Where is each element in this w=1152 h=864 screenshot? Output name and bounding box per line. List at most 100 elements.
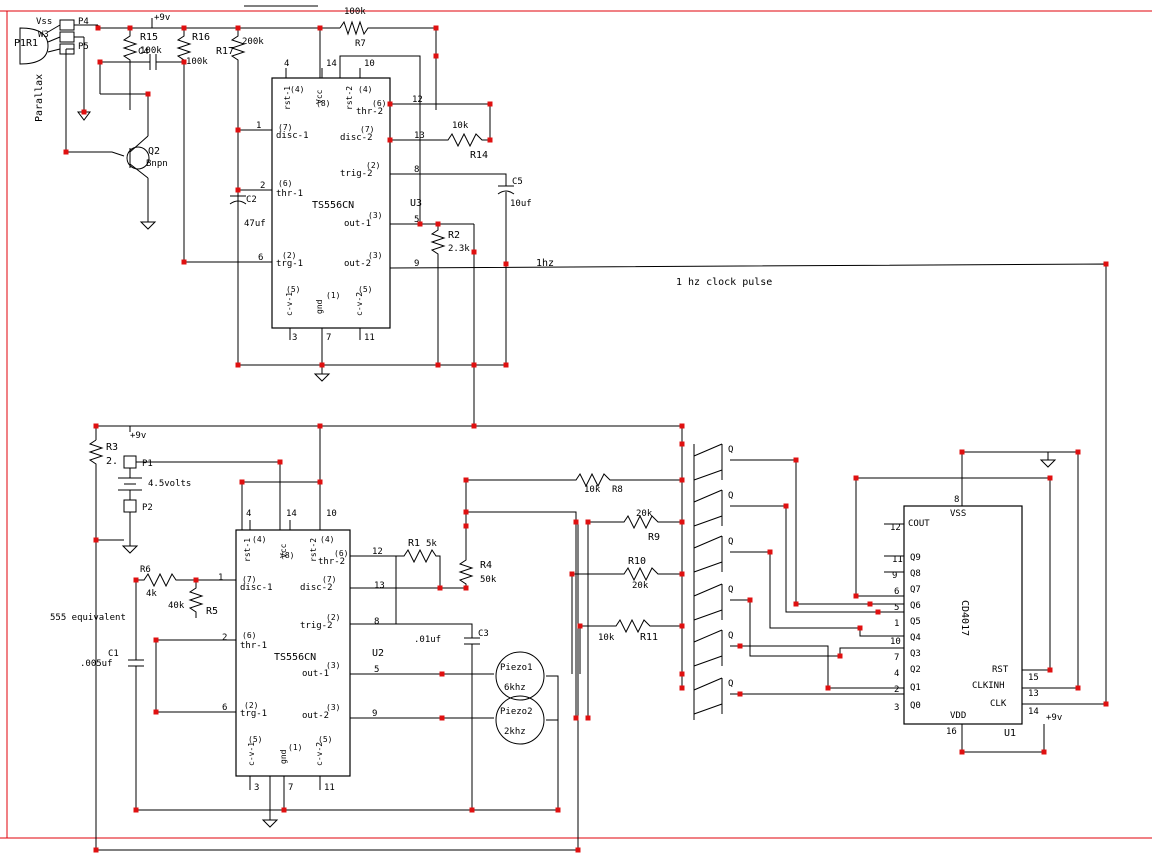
u3-rst1-n: (4) bbox=[290, 85, 304, 94]
r16-label: R16 bbox=[192, 32, 210, 43]
junction-dot bbox=[959, 449, 965, 455]
c5-value: 10uf bbox=[510, 199, 532, 209]
u1-part: CD4017 bbox=[959, 600, 970, 636]
p2-label: P2 bbox=[142, 503, 153, 513]
c1-label: C1 bbox=[108, 649, 119, 659]
u2-chip: TS556CN U2 4 14 10 1 2 6 12 13 8 5 9 3 7… bbox=[218, 509, 385, 793]
u2-pin-10: 10 bbox=[326, 509, 337, 519]
u2-cv1-n: (5) bbox=[248, 735, 262, 744]
u3-trig2: trig-2 bbox=[340, 169, 373, 179]
piezo1: Piezo1 6khz bbox=[495, 651, 545, 701]
u3-pin-3: 3 bbox=[292, 333, 297, 343]
junction-dot bbox=[133, 807, 139, 813]
u3-pin-13: 13 bbox=[414, 131, 425, 141]
u3-thr1-n: (6) bbox=[278, 179, 292, 188]
piezo1-label: Piezo1 bbox=[500, 663, 533, 673]
u2-dis1: disc-1 bbox=[240, 583, 273, 593]
u3-pin-5: 5 bbox=[414, 215, 419, 225]
u1-q1: Q1 bbox=[910, 683, 921, 693]
r14-label: R14 bbox=[470, 150, 488, 161]
vcc-mid-label: +9v bbox=[130, 431, 146, 441]
u3-out1: out-1 bbox=[344, 219, 371, 229]
r17-label: R17 bbox=[216, 46, 234, 57]
r1-value: 5k bbox=[426, 539, 437, 549]
u2-cv2: c-v-2 bbox=[315, 742, 324, 766]
r11-value: 10k bbox=[598, 633, 615, 643]
junction-dot bbox=[319, 362, 325, 368]
u2-pin-8: 8 bbox=[374, 617, 379, 627]
u3-gnd: gnd bbox=[315, 299, 324, 314]
u3-cv1-n: (5) bbox=[286, 285, 300, 294]
junction-dot bbox=[471, 423, 477, 429]
clk-note-label: 1 hz clock pulse bbox=[676, 277, 772, 288]
junction-dot bbox=[133, 577, 139, 583]
junction-dot bbox=[503, 261, 509, 267]
u1-chip: CD4017 U1 COUT VSS VDD Q9 Q8 Q7 Q6 Q5 Q4… bbox=[856, 451, 1106, 753]
u1-n4: 4 bbox=[894, 669, 899, 679]
u2-pin-4: 4 bbox=[246, 509, 251, 519]
p1r1-label: P1R1 bbox=[14, 38, 38, 49]
u2-gnd-n: (1) bbox=[288, 743, 302, 752]
junction-dot bbox=[737, 643, 743, 649]
u1-q6: Q6 bbox=[910, 601, 921, 611]
u1-q0: Q0 bbox=[910, 701, 921, 711]
equiv-note: 555 equivalent bbox=[50, 613, 126, 623]
r2-value: 2.3k bbox=[448, 244, 470, 254]
u1-q8: Q8 bbox=[910, 569, 921, 579]
junction-dot bbox=[585, 519, 591, 525]
u2-trig2: trig-2 bbox=[300, 621, 333, 631]
u2-rst2: rst-2 bbox=[309, 538, 318, 562]
junction-dot bbox=[1041, 749, 1047, 755]
u1-rst: RST bbox=[992, 665, 1009, 675]
junction-dot bbox=[555, 807, 561, 813]
junction-dot bbox=[93, 537, 99, 543]
junction-dot bbox=[679, 423, 685, 429]
parallax-label: Parallax bbox=[34, 74, 45, 122]
junction-dot bbox=[487, 137, 493, 143]
junction-dot bbox=[153, 709, 159, 715]
u2-trg1-n: (2) bbox=[244, 701, 258, 710]
vcc-top-label: +9v bbox=[154, 13, 170, 23]
u2-vcc: Vcc bbox=[279, 543, 288, 558]
u3-out2-n: (3) bbox=[368, 251, 382, 260]
transistor-array: Q Q Q Q Q Q bbox=[693, 443, 905, 715]
junction-dot bbox=[97, 59, 103, 65]
junction-dot bbox=[471, 249, 477, 255]
junction-dot bbox=[853, 475, 859, 481]
junction-dot bbox=[783, 503, 789, 509]
r1-label: R1 bbox=[408, 538, 420, 549]
r17-value: 200k bbox=[242, 37, 264, 47]
r5-value: 40k bbox=[168, 601, 185, 611]
u2-rst2-n: (4) bbox=[320, 535, 334, 544]
junction-dot bbox=[181, 259, 187, 265]
u1-q5: Q5 bbox=[910, 617, 921, 627]
r2-label: R2 bbox=[448, 230, 460, 241]
u1-n16: 16 bbox=[946, 727, 957, 737]
junction-dot bbox=[63, 149, 69, 155]
u1-q9: Q9 bbox=[910, 553, 921, 563]
u2-out1-n: (3) bbox=[326, 661, 340, 670]
junction-dot bbox=[487, 101, 493, 107]
junction-dot bbox=[573, 715, 579, 721]
vss-pin-label: Vss bbox=[36, 17, 52, 27]
u2-rst1-n: (4) bbox=[252, 535, 266, 544]
junction-dot bbox=[469, 807, 475, 813]
junction-dot bbox=[439, 671, 445, 677]
junction-dot bbox=[573, 519, 579, 525]
u2-pin-6: 6 bbox=[222, 703, 227, 713]
junction-dot bbox=[463, 523, 469, 529]
u2-pin-13: 13 bbox=[374, 581, 385, 591]
junction-dot bbox=[679, 441, 685, 447]
r5-label: R5 bbox=[206, 606, 218, 617]
u1-n13: 13 bbox=[1028, 689, 1039, 699]
u1-vss: VSS bbox=[950, 509, 966, 519]
u3-dis1: disc-1 bbox=[276, 131, 309, 141]
piezo2: Piezo2 2khz bbox=[495, 695, 545, 745]
r4-value: 50k bbox=[480, 575, 497, 585]
battery-value: 4.5volts bbox=[148, 479, 191, 489]
r6-label: R6 bbox=[140, 565, 151, 575]
top-wiring: +9v 100k R7 R15 100k R16 100k R17 200k C… bbox=[65, 7, 1107, 704]
junction-dot bbox=[463, 509, 469, 515]
vcc-right-label: +9v bbox=[1046, 713, 1062, 723]
